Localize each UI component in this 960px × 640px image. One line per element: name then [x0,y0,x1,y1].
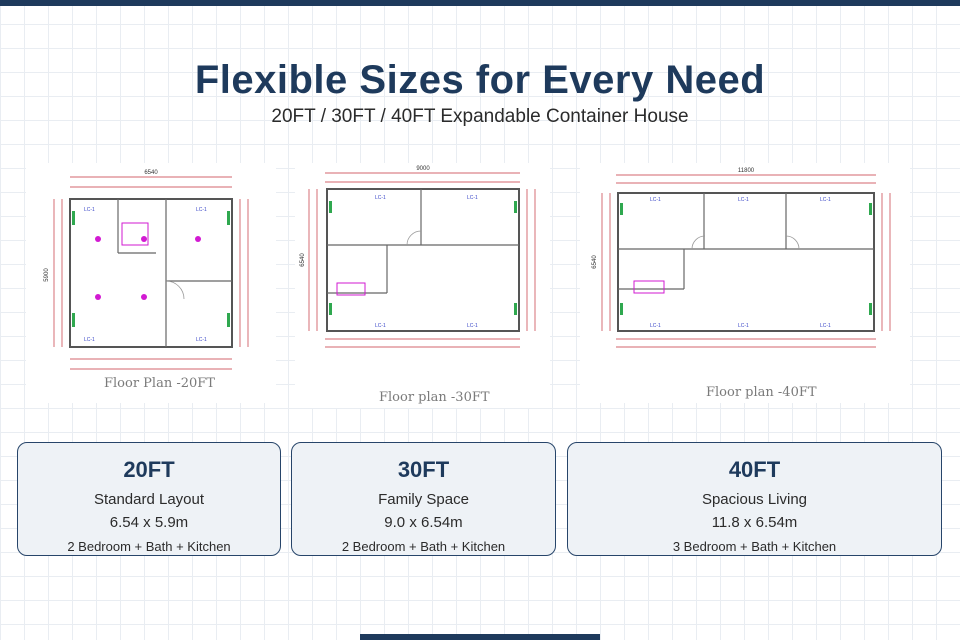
plan-20ft-height-label: 5900 [44,268,50,282]
card-dimensions: 6.54 x 5.9m [109,514,189,531]
svg-text:LC-1: LC-1 [820,323,831,329]
plan-caption-30ft: Floor plan -30FT [379,390,490,405]
bottom-accent-bar [360,634,600,640]
size-card-20ft: 20FT Standard Layout 6.54 x 5.9m 2 Bedro… [17,442,281,556]
svg-text:LC-1: LC-1 [738,197,749,203]
svg-text:LC-1: LC-1 [650,323,661,329]
plan-30ft-width-label: 9000 [416,166,430,172]
plan-20ft-width-label: 6540 [144,170,158,176]
card-size: 20FT [123,457,175,482]
svg-text:LC-1: LC-1 [467,195,478,201]
page-title: Flexible Sizes for Every Need [194,58,766,102]
svg-text:LC-1: LC-1 [738,323,749,329]
card-name: Standard Layout [93,491,205,508]
svg-text:LC-1: LC-1 [820,197,831,203]
card-size: 30FT [397,457,450,482]
svg-text:LC-1: LC-1 [84,207,95,213]
top-accent-bar [0,0,960,6]
card-size: 40FT [728,457,781,482]
plan-40ft-width-label: 11800 [738,168,755,174]
svg-text:LC-1: LC-1 [375,195,386,201]
card-rooms: 2 Bedroom + Bath + Kitchen [341,539,506,554]
svg-text:LC-1: LC-1 [467,323,478,329]
card-name: Spacious Living [701,491,808,508]
svg-text:LC-1: LC-1 [650,197,661,203]
plan-30ft-height-label: 6540 [300,253,306,267]
plan-caption-20ft: Floor Plan -20FT [104,376,215,391]
card-name: Family Space [378,491,469,508]
svg-text:LC-1: LC-1 [84,337,95,343]
card-dimensions: 11.8 x 6.54m [711,514,798,531]
card-dimensions: 9.0 x 6.54m [384,514,463,531]
size-card-30ft: 30FT Family Space 9.0 x 6.54m 2 Bedroom … [291,442,556,556]
svg-text:LC-1: LC-1 [375,323,386,329]
svg-text:LC-1: LC-1 [196,207,207,213]
svg-text:LC-1: LC-1 [196,337,207,343]
card-rooms: 2 Bedroom + Bath + Kitchen [67,539,231,554]
plan-caption-40ft: Floor plan -40FT [706,385,817,400]
size-card-40ft: 40FT Spacious Living 11.8 x 6.54m 3 Bedr… [567,442,942,556]
card-rooms: 3 Bedroom + Bath + Kitchen [672,539,837,554]
plan-40ft-height-label: 6540 [592,255,598,269]
page-subtitle: 20FT / 30FT / 40FT Expandable Container … [271,106,689,127]
